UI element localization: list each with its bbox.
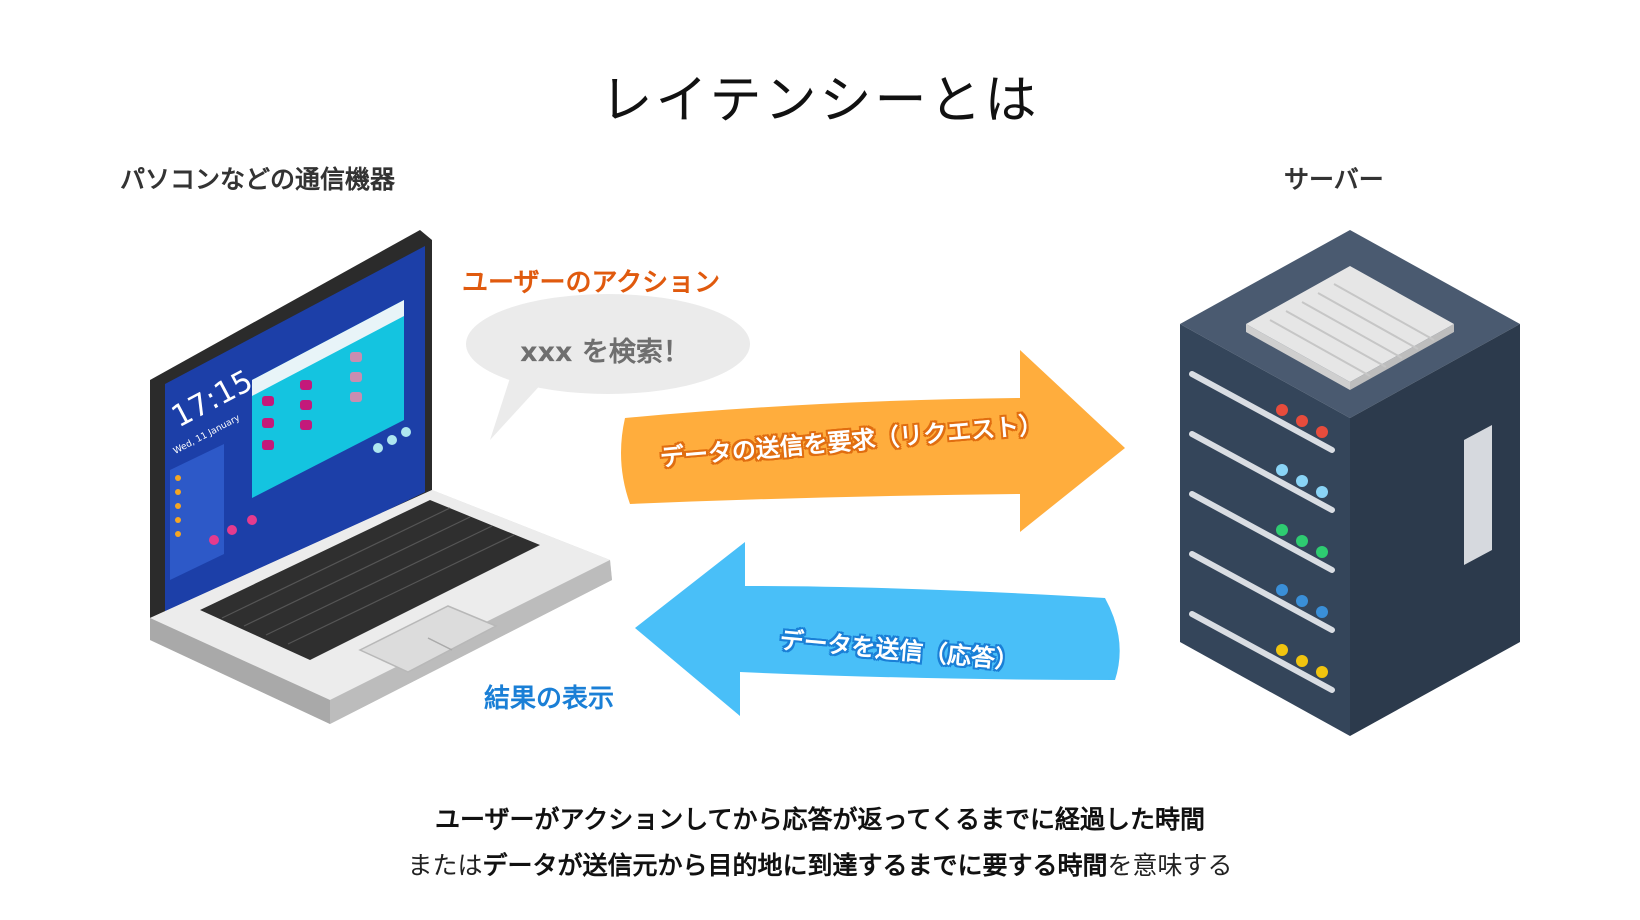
laptop-illustration	[150, 230, 612, 724]
server-label: サーバー	[1284, 165, 1384, 194]
speech-bubble	[466, 294, 750, 440]
client-device-label: パソコンなどの通信機器	[120, 165, 396, 194]
page-title: レイテンシーとは	[600, 71, 1040, 131]
description-line-1: ユーザーがアクションしてから応答が返ってくるまでに経過した時間	[434, 805, 1205, 834]
description-line-2-emphasis: データが送信元から目的地に到達するまでに要する時間	[482, 851, 1108, 880]
result-display-label: 結果の表示	[484, 684, 615, 714]
request-arrow	[621, 350, 1125, 532]
description-line-2: またはデータが送信元から目的地に到達するまでに要する時間を意味する	[0, 846, 1640, 882]
description-line-2-suffix: を意味する	[1107, 851, 1233, 880]
server-illustration	[1180, 230, 1520, 736]
speech-bubble-text: xxx を検索！	[520, 337, 690, 368]
response-arrow	[635, 542, 1120, 716]
user-action-label: ユーザーのアクション	[462, 268, 721, 298]
description-line-2-prefix: または	[407, 851, 483, 880]
